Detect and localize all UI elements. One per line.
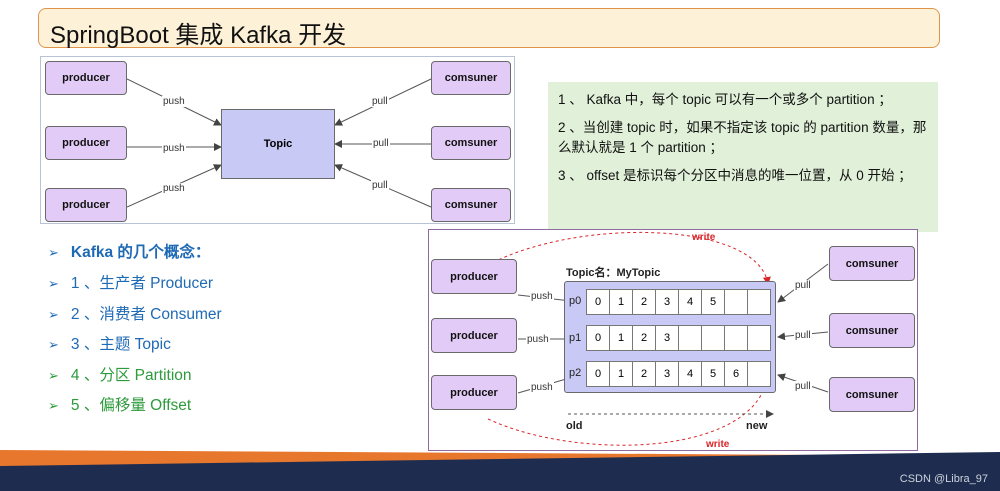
pull-label-p2: pull (794, 381, 812, 392)
concept-item-text: 3 、主题 Topic (70, 336, 171, 353)
push-label-1: push (162, 96, 186, 107)
partition-row-p2: 0 1 2 3 4 5 6 (586, 361, 771, 387)
arrow-bullet-icon: ➢ (48, 245, 59, 260)
offset-cell (724, 325, 748, 351)
write-arc-top (487, 232, 771, 285)
consumer-node-p1: comsuner (829, 313, 915, 348)
push-label-2: push (162, 143, 186, 154)
offset-cell: 2 (632, 361, 656, 387)
offset-cell: 1 (609, 325, 633, 351)
offset-cell (724, 289, 748, 315)
offset-cell: 1 (609, 361, 633, 387)
footer-watermark: CSDN @Libra_97 (899, 473, 988, 485)
offset-cell: 2 (632, 289, 656, 315)
concept-heading-text: Kafka 的几个概念： (70, 244, 211, 261)
concept-heading: ➢ Kafka 的几个概念： (48, 240, 210, 262)
concept-item-1: ➢ 1 、生产者 Producer (48, 271, 213, 293)
write-label-bottom: write (706, 439, 730, 450)
note-2: 2 、当创建 topic 时，如果不指定该 topic 的 partition … (558, 120, 927, 155)
consumer-node-2: comsuner (431, 126, 511, 160)
concept-item-text: 1 、生产者 Producer (70, 275, 214, 292)
topic-name-label: Topic名：MyTopic (566, 267, 661, 279)
arrow-bullet-icon: ➢ (48, 307, 59, 322)
pull-label-1: pull (371, 96, 389, 107)
push-label-p0: push (530, 291, 554, 302)
producer-node-2: producer (45, 126, 127, 160)
pull-label-3: pull (371, 180, 389, 191)
offset-cell: 4 (678, 361, 702, 387)
producer-node-p1: producer (431, 318, 517, 353)
pull-label-p1: pull (794, 330, 812, 341)
offset-cell: 3 (655, 361, 679, 387)
offset-cell: 5 (701, 289, 725, 315)
producer-node-p2: producer (431, 375, 517, 410)
arrow-bullet-icon: ➢ (48, 398, 59, 413)
concept-item-5: ➢ 5 、偏移量 Offset (48, 393, 191, 415)
consumer-node-p0: comsuner (829, 246, 915, 281)
topic-node: Topic (221, 109, 335, 179)
title-bar (38, 8, 940, 48)
partition-label-p0: p0 (569, 295, 582, 307)
note-3: 3 、 offset 是标识每个分区中消息的唯一位置，从 0 开始 ； (558, 168, 912, 183)
offset-cell: 2 (632, 325, 656, 351)
push-label-p2: push (530, 382, 554, 393)
offset-cell: 6 (724, 361, 748, 387)
consumer-node-1: comsuner (431, 61, 511, 95)
write-label-top: write (692, 232, 716, 243)
offset-cell: 0 (586, 325, 610, 351)
top-diagram: producer producer producer Topic comsune… (40, 56, 515, 224)
offset-cell: 3 (655, 289, 679, 315)
consumer-node-3: comsuner (431, 188, 511, 222)
partition-row-p1: 0 1 2 3 (586, 325, 771, 351)
producer-node-p0: producer (431, 259, 517, 294)
push-label-3: push (162, 183, 186, 194)
note-1: 1 、 Kafka 中，每个 topic 可以有一个或多个 partition … (558, 92, 892, 107)
concept-item-2: ➢ 2 、消费者 Consumer (48, 302, 222, 324)
partition-row-p0: 0 1 2 3 4 5 (586, 289, 771, 315)
arrow-bullet-icon: ➢ (48, 337, 59, 352)
offset-cell: 4 (678, 289, 702, 315)
notes-box: 1 、 Kafka 中，每个 topic 可以有一个或多个 partition … (548, 82, 938, 232)
new-label: new (746, 420, 768, 432)
old-label: old (566, 420, 583, 432)
offset-cell (678, 325, 702, 351)
concept-item-3: ➢ 3 、主题 Topic (48, 332, 171, 354)
offset-cell: 0 (586, 289, 610, 315)
concept-item-4: ➢ 4 、分区 Partition (48, 363, 192, 385)
pull-label-p0: pull (794, 280, 812, 291)
offset-cell: 3 (655, 325, 679, 351)
footer-navy-stripe (0, 452, 1000, 491)
write-arc-bottom (487, 373, 772, 446)
offset-cell (701, 325, 725, 351)
pull-label-2: pull (372, 138, 390, 149)
consumer-node-p2: comsuner (829, 377, 915, 412)
partition-label-p1: p1 (569, 332, 582, 344)
footer-band (0, 450, 1000, 491)
offset-cell (747, 361, 771, 387)
push-label-p1: push (526, 334, 550, 345)
offset-cell (747, 289, 771, 315)
arrow-bullet-icon: ➢ (48, 276, 59, 291)
page-title: SpringBoot 集成 Kafka 开发 (50, 22, 347, 49)
concept-item-text: 2 、消费者 Consumer (70, 306, 222, 323)
concept-item-text: 4 、分区 Partition (70, 367, 192, 384)
concept-item-text: 5 、偏移量 Offset (70, 397, 192, 414)
producer-node-1: producer (45, 61, 127, 95)
producer-node-3: producer (45, 188, 127, 222)
offset-cell: 5 (701, 361, 725, 387)
arrow-bullet-icon: ➢ (48, 368, 59, 383)
offset-cell: 1 (609, 289, 633, 315)
offset-cell: 0 (586, 361, 610, 387)
partition-label-p2: p2 (569, 367, 582, 379)
offset-cell (747, 325, 771, 351)
